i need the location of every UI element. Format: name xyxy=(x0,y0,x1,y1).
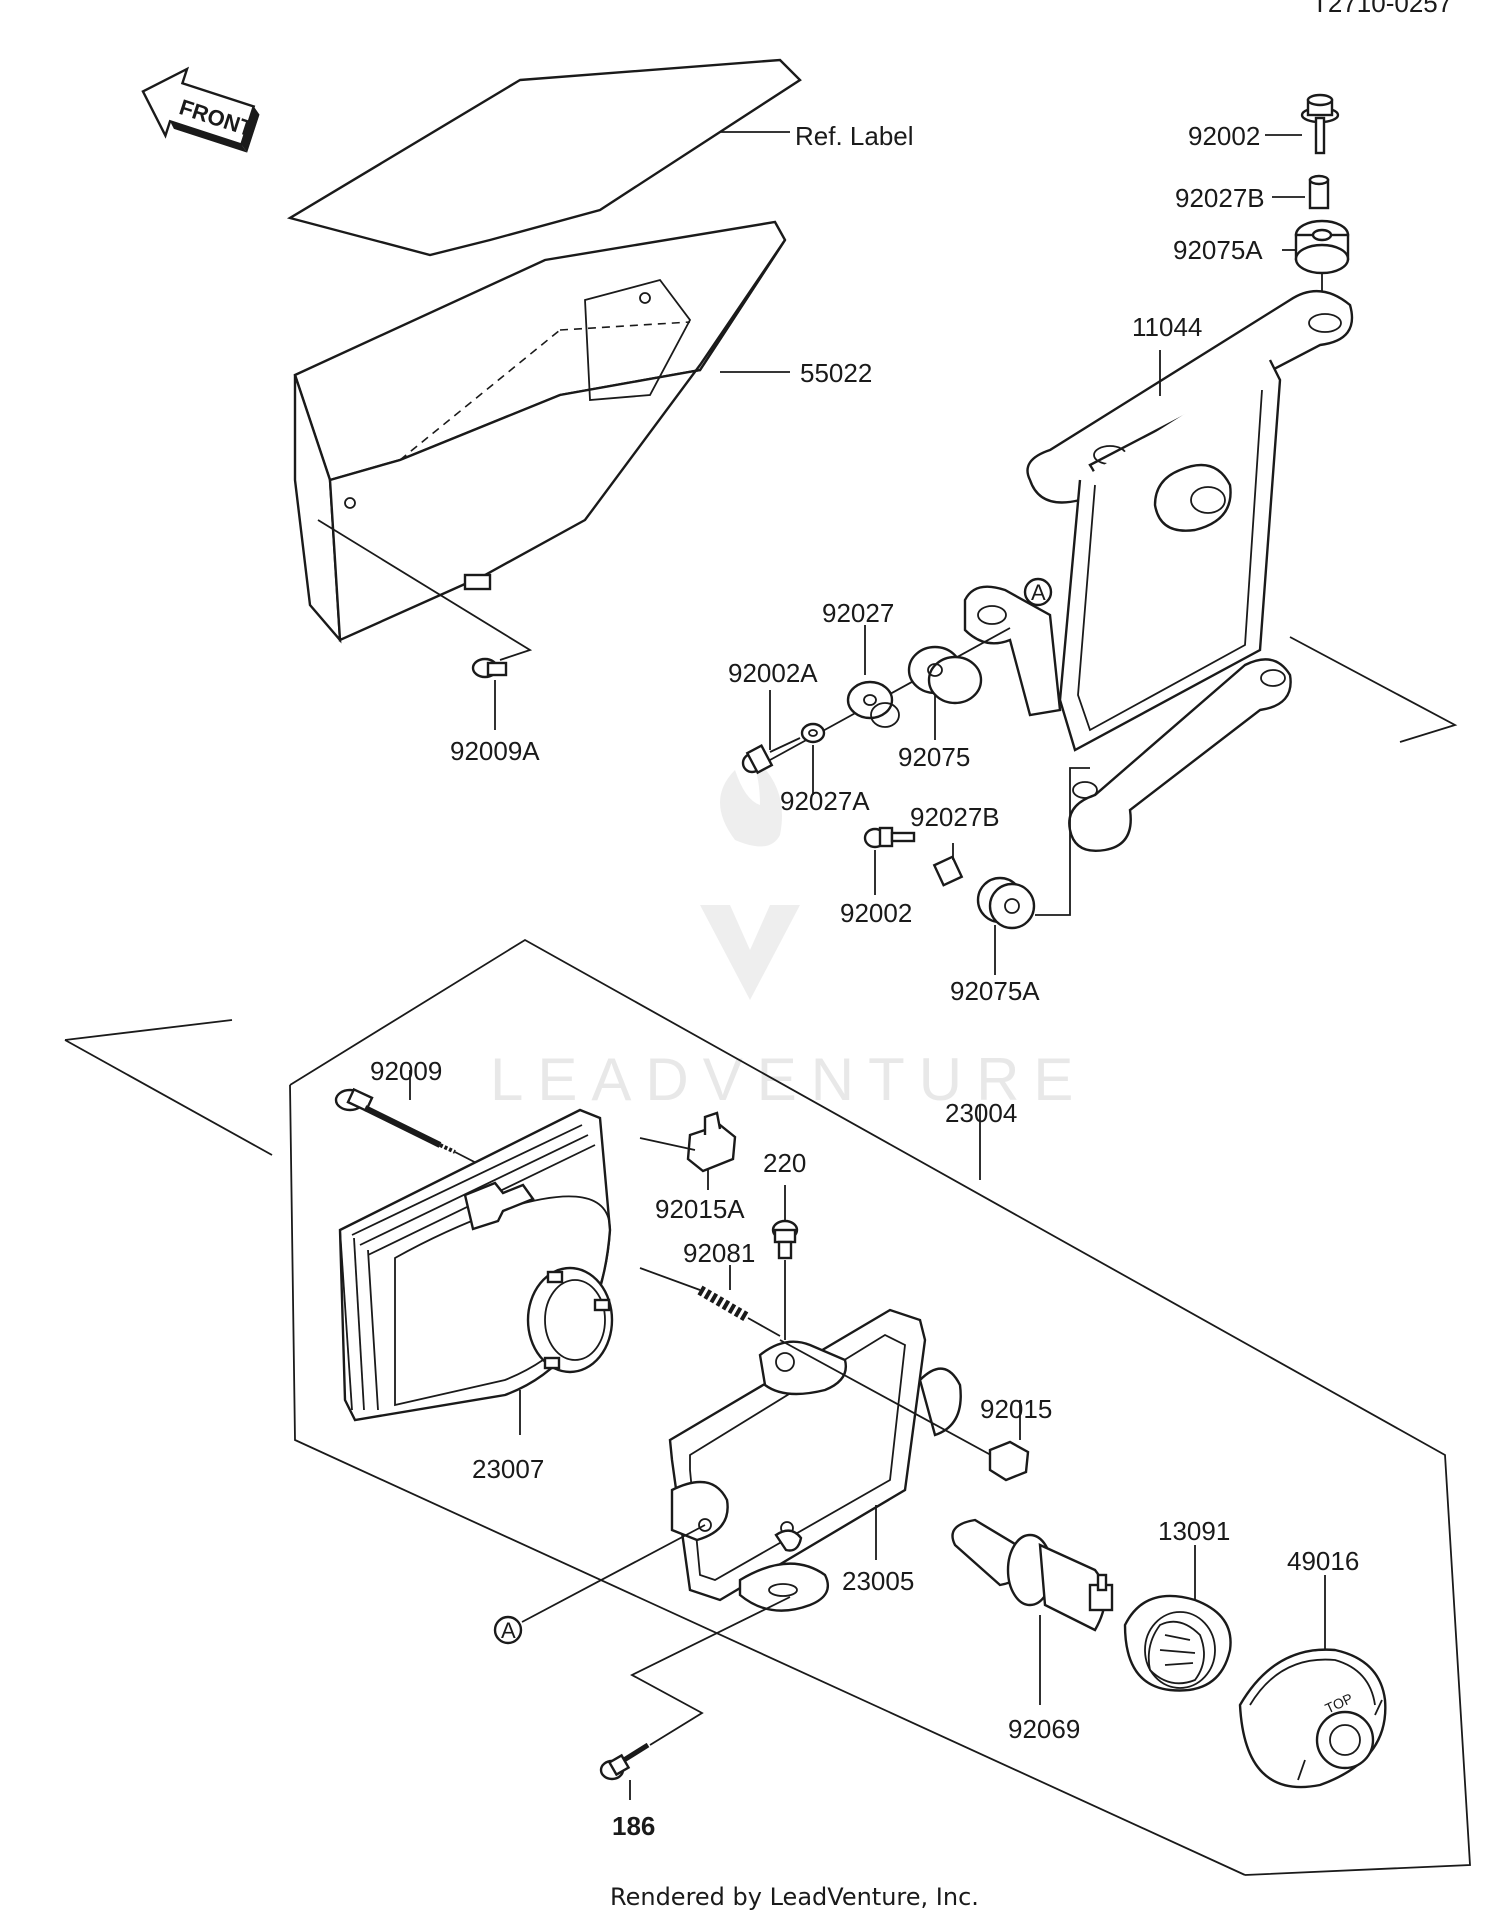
label-92075A-top[interactable]: 92075A xyxy=(1173,235,1263,265)
callout-a-upper-label: A xyxy=(1031,580,1046,605)
label-220[interactable]: 220 xyxy=(763,1148,806,1178)
callout-a-upper: A xyxy=(1023,577,1053,607)
lower-mount-hardware[interactable] xyxy=(863,767,1090,975)
headlight-cover-55022 xyxy=(293,220,790,644)
diagram-reference: T2710-0257 xyxy=(1312,0,1452,18)
watermark-text: LEADVENTURE xyxy=(490,1046,1087,1113)
screw-92009[interactable] xyxy=(334,1070,491,1171)
label-92002-top[interactable]: 92002 xyxy=(1188,121,1260,151)
headlight-frame-23005 xyxy=(668,1308,1001,1612)
label-49016[interactable]: 49016 xyxy=(1287,1546,1359,1576)
label-92069[interactable]: 92069 xyxy=(1008,1714,1080,1744)
screw-186[interactable] xyxy=(599,1596,791,1800)
headlight-assembly-outline-23004 xyxy=(289,938,1471,1876)
label-92027B-mid[interactable]: 92027B xyxy=(910,802,1000,832)
label-55022[interactable]: 55022 xyxy=(800,358,872,388)
socket-13091[interactable] xyxy=(1123,1545,1232,1692)
screw-220[interactable] xyxy=(771,1185,799,1340)
label-92009[interactable]: 92009 xyxy=(370,1056,442,1086)
nut-92015[interactable] xyxy=(988,1400,1030,1482)
clip-92015A[interactable] xyxy=(639,1111,737,1190)
label-92027B-top[interactable]: 92027B xyxy=(1175,183,1265,213)
label-23004[interactable]: 23004 xyxy=(945,1098,1017,1128)
label-ref-label: Ref. Label xyxy=(795,121,914,151)
label-92075[interactable]: 92075 xyxy=(898,742,970,772)
bulb-92069[interactable] xyxy=(951,1518,1114,1705)
label-13091[interactable]: 13091 xyxy=(1158,1516,1230,1546)
label-92009A[interactable]: 92009A xyxy=(450,736,540,766)
label-92015A[interactable]: 92015A xyxy=(655,1194,745,1224)
label-92081[interactable]: 92081 xyxy=(683,1238,755,1268)
label-92002A[interactable]: 92002A xyxy=(728,658,818,688)
label-92027A[interactable]: 92027A xyxy=(780,786,870,816)
middle-mount-hardware[interactable] xyxy=(741,625,1011,795)
footer-credit: Rendered by LeadVenture, Inc. xyxy=(610,1883,979,1911)
headlight-bracket-11044 xyxy=(963,289,1458,852)
label-92027[interactable]: 92027 xyxy=(822,598,894,628)
spring-92081[interactable] xyxy=(639,1265,781,1337)
callout-a-lower: A xyxy=(493,1524,706,1645)
top-mount-hardware[interactable] xyxy=(1265,93,1350,305)
label-92015[interactable]: 92015 xyxy=(980,1394,1052,1424)
label-23005[interactable]: 23005 xyxy=(842,1566,914,1596)
label-186[interactable]: 186 xyxy=(612,1811,655,1841)
front-arrow-icon: FRONT xyxy=(141,66,260,153)
label-11044[interactable]: 11044 xyxy=(1132,312,1202,342)
label-23007[interactable]: 23007 xyxy=(472,1454,544,1484)
ref-label-sheet xyxy=(286,58,802,257)
lamp-unit-23007 xyxy=(338,1108,614,1435)
screw-92009A[interactable] xyxy=(317,519,533,730)
callout-a-lower-label: A xyxy=(501,1618,516,1643)
label-92075A-mid[interactable]: 92075A xyxy=(950,976,1040,1006)
socket-cap-49016[interactable]: TOP xyxy=(1238,1575,1387,1789)
label-92002-mid[interactable]: 92002 xyxy=(840,898,912,928)
watermark: LEADVENTURE xyxy=(490,755,1087,1113)
